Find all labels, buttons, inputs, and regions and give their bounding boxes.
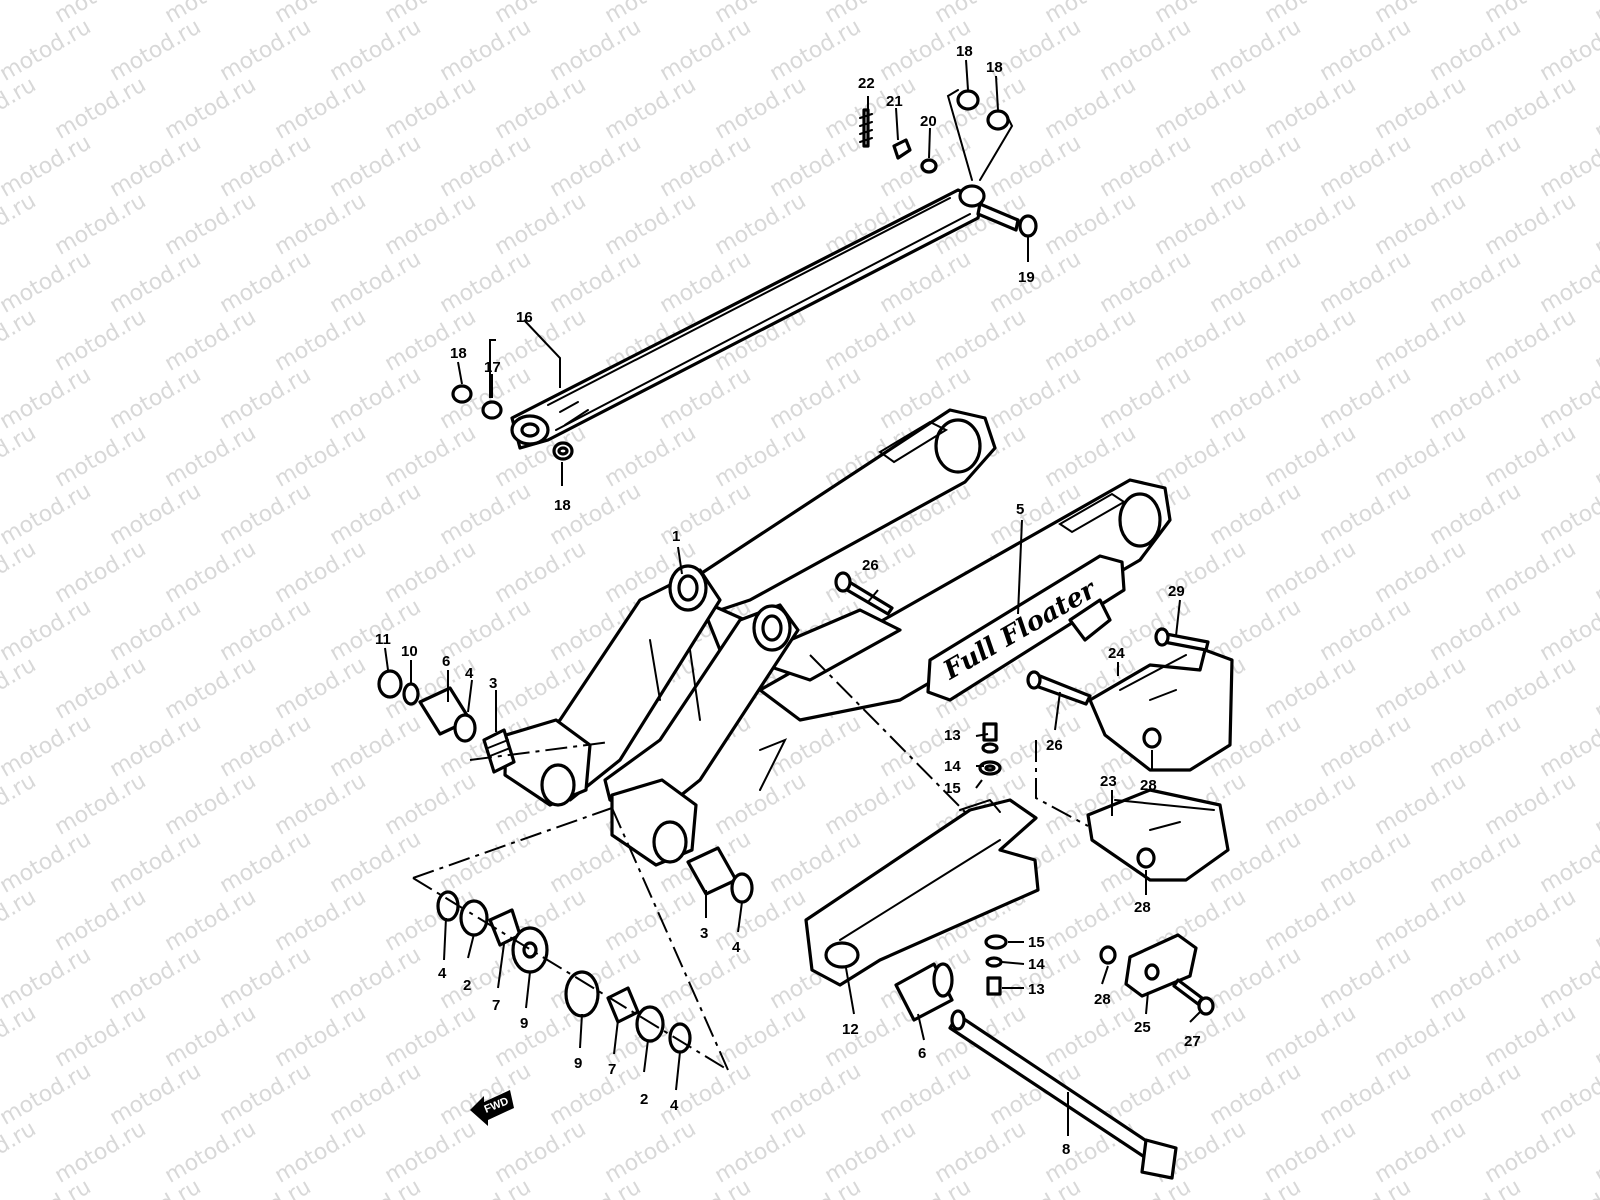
chain-buffers: [1086, 648, 1234, 998]
callout-20: 20: [920, 113, 937, 130]
callout-4: 4: [670, 1097, 679, 1114]
callout-27: 27: [1184, 1033, 1201, 1050]
lower-pivot-stacks: [436, 846, 754, 1054]
callout-26: 26: [1046, 737, 1063, 754]
callout-4: 4: [732, 939, 741, 956]
forward-direction-badge: FWD: [470, 1090, 514, 1126]
cushion-lever: [804, 798, 1040, 987]
callout-29: 29: [1168, 583, 1185, 600]
callout-19: 19: [1018, 269, 1035, 286]
pivot-axle: [894, 962, 1178, 1180]
torque-rod: [510, 184, 986, 450]
callout-22: 22: [858, 75, 875, 92]
callout-8: 8: [1062, 1141, 1070, 1158]
callout-13: 13: [944, 727, 961, 744]
callout-6: 6: [442, 653, 450, 670]
swingarm: Full Floater: [503, 408, 1172, 867]
left-pivot-stack: [377, 669, 516, 774]
callout-18: 18: [450, 345, 467, 362]
callout-11: 11: [375, 631, 391, 648]
leader-lines: [384, 59, 1203, 1136]
assembly-guide-lines: [412, 654, 1089, 1071]
callout-12: 12: [842, 1021, 859, 1038]
callout-26: 26: [862, 557, 879, 574]
callout-18: 18: [986, 59, 1003, 76]
callout-6: 6: [918, 1045, 926, 1062]
callout-25: 25: [1134, 1019, 1151, 1036]
callout-10: 10: [401, 643, 418, 660]
callout-14: 14: [944, 758, 961, 775]
callout-15: 15: [944, 780, 961, 797]
callout-2: 2: [463, 977, 471, 994]
callout-4: 4: [465, 665, 474, 682]
callout-15: 15: [1028, 934, 1045, 951]
callout-23: 23: [1100, 773, 1117, 790]
callout-3: 3: [700, 925, 708, 942]
callout-labels: 1 2 2 3 3 4 4 4 4 5 6 6 7 7 8 9 9 10 11 …: [375, 43, 1201, 1158]
callout-24: 24: [1108, 645, 1125, 662]
callout-13: 13: [1028, 981, 1045, 998]
callout-14: 14: [1028, 956, 1045, 973]
callout-16: 16: [516, 309, 533, 326]
callout-2: 2: [640, 1091, 648, 1108]
callout-7: 7: [492, 997, 500, 1014]
torque-rod-lower-hardware: [451, 384, 574, 461]
callout-4: 4: [438, 965, 447, 982]
callout-9: 9: [520, 1015, 528, 1032]
callout-18: 18: [554, 497, 571, 514]
callout-5: 5: [1016, 501, 1024, 518]
callout-28: 28: [1094, 991, 1111, 1008]
callout-28: 28: [1140, 777, 1157, 794]
callout-28: 28: [1134, 899, 1151, 916]
callout-18: 18: [956, 43, 973, 60]
bolts: [834, 571, 1215, 1016]
callout-1: 1: [672, 528, 680, 545]
callout-21: 21: [886, 93, 903, 110]
callout-7: 7: [608, 1061, 616, 1078]
torque-rod-upper-hardware: [859, 89, 1038, 238]
callout-17: 17: [484, 359, 501, 376]
callout-9: 9: [574, 1055, 582, 1072]
callout-3: 3: [489, 675, 497, 692]
